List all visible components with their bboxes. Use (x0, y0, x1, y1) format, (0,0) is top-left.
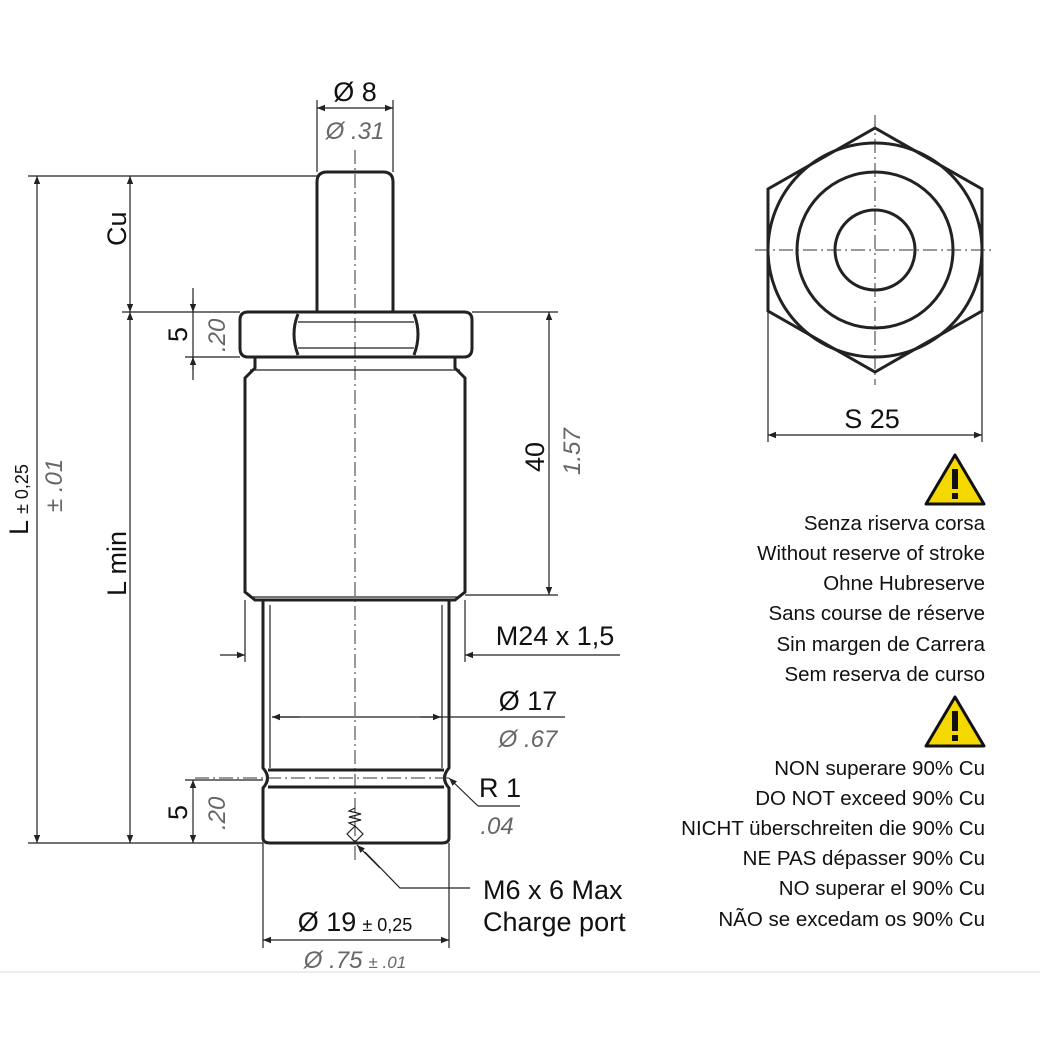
warning-icon (924, 453, 986, 506)
port-label-line1: M6 x 6 Max (483, 875, 623, 905)
shaft-diameter-label: Ø 17 (499, 686, 558, 716)
base-diameter-inch-label: Ø .75± .01 (303, 947, 406, 974)
warning-text: NÃO se excedam os 90% Cu (718, 908, 985, 931)
port-label-line2: Charge port (483, 907, 626, 937)
warning-text: NE PAS dépasser 90% Cu (743, 847, 985, 870)
warning-text: NON superare 90% Cu (774, 757, 985, 780)
nut-height-label: 5 (163, 327, 193, 342)
dimensions: Ø 8 Ø .31 L± 0,25 ± .01 Cu L min 5 .20 4… (4, 77, 626, 974)
gas-spring-side-view (195, 170, 474, 845)
l-min-label: L min (102, 531, 132, 596)
warning-text: NICHT überschreiten die 90% Cu (681, 817, 985, 840)
warning-stroke: Senza riserva corsa Without reserve of s… (757, 453, 986, 686)
pin-diameter-inch-label: Ø .31 (325, 118, 385, 145)
warning-icon (924, 695, 986, 748)
radius-label: R 1 (479, 773, 521, 803)
hex-size-label: S 25 (844, 404, 900, 434)
length-tol-inch: ± .01 (41, 459, 68, 512)
warning-text: Ohne Hubreserve (823, 572, 985, 595)
base-height-label: 5 (163, 805, 193, 820)
warning-text: Sin margen de Carrera (776, 633, 985, 656)
hex-nut (238, 310, 474, 359)
shaft-diameter-inch-label: Ø .67 (498, 726, 559, 753)
nut-height-inch-label: .20 (204, 318, 231, 352)
lower-shaft (195, 600, 451, 845)
warning-text: Senza riserva corsa (804, 512, 986, 535)
warning-limit: NON superare 90% Cu DO NOT exceed 90% Cu… (681, 695, 986, 931)
threaded-body (243, 357, 467, 602)
thread-label: M24 x 1,5 (496, 621, 615, 651)
warning-text: Sem reserva de curso (784, 663, 985, 686)
length-label: L± 0,25 (4, 464, 34, 535)
thread-length-inch-label: 1.57 (559, 427, 586, 475)
pin-diameter-label: Ø 8 (333, 77, 377, 107)
thread-length-label: 40 (520, 442, 550, 472)
radius-inch-label: .04 (480, 813, 513, 840)
warning-text: NO superar el 90% Cu (779, 877, 985, 900)
base-height-inch-label: .20 (204, 796, 231, 830)
charge-valve-icon (346, 807, 364, 843)
base-diameter-label: Ø 19± 0,25 (298, 907, 412, 937)
warning-text: Sans course de réserve (768, 602, 985, 625)
warning-text: DO NOT exceed 90% Cu (755, 787, 985, 810)
cu-label: Cu (102, 211, 132, 246)
piston-rod (315, 170, 395, 312)
hex-top-view: S 25 (755, 115, 995, 442)
warning-text: Without reserve of stroke (757, 542, 985, 565)
